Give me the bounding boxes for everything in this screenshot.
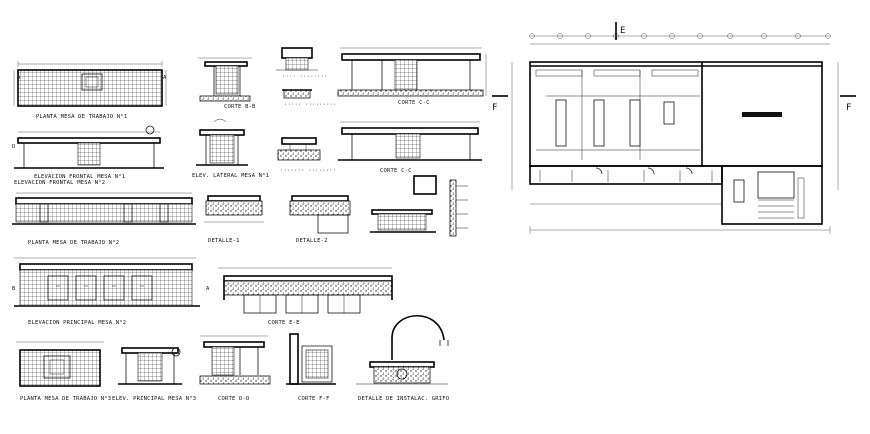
planta-mesa-1: A A PLANTA MESA DE TRABAJO N°1 — [13, 61, 167, 120]
section-marker-a-left: A — [17, 75, 21, 81]
svg-text:······· ········: ······· ········ — [280, 168, 336, 174]
label-corte-c-c: CORTE C-C — [380, 168, 412, 174]
elevacion-frontal-mesa-2: PLANTA MESA DE TRABAJO N°2 ELEVACION FRO… — [12, 180, 196, 246]
detalle-medio: ······· ········ — [277, 137, 336, 174]
label-elevacion-frontal-2: ELEVACION FRONTAL MESA N°2 — [14, 180, 105, 186]
label-corte-e-e: CORTE E-E — [268, 320, 300, 326]
section-marker-f-left: F — [492, 103, 498, 113]
detalle-seccion-pequena — [370, 175, 468, 237]
planta-mesa-3: PLANTA MESA DE TRABAJO N°3 — [16, 341, 111, 402]
label-detalle-1: DETALLE-1 — [208, 238, 240, 244]
elevacion-frontal-mesa-1: D ELEVACION FRONTAL MESA N°1 — [12, 125, 164, 180]
corte-superior-derecho: CORTE C-C — [337, 47, 487, 106]
section-marker-d: D — [12, 144, 16, 150]
label-corte-d-d: CORTE D-D — [218, 396, 250, 402]
section-marker-e: E — [620, 26, 626, 36]
label-detalle-grifo: DETALLE DE INSTALAC. GRIFO — [358, 396, 449, 402]
label-elevacion-principal-2: ELEVACION PRINCIPAL MESA N°2 — [28, 320, 126, 326]
label-elevacion-lateral-1: ELEV. LATERAL MESA N°1 — [192, 173, 269, 179]
label-corte-b-b: CORTE B-B — [224, 104, 256, 110]
detalles-superiores: ···· ········ ····· ········· — [276, 47, 337, 108]
svg-text:····· ·········: ····· ········· — [284, 102, 337, 108]
corte-c-c: CORTE C-C — [338, 121, 482, 174]
label-planta-mesa-2: PLANTA MESA DE TRABAJO N°2 — [28, 240, 119, 246]
section-marker-b: B — [12, 286, 16, 292]
label-elevacion-frontal-1: ELEVACION FRONTAL MESA N°1 — [34, 174, 125, 180]
corte-b-b: CORTE B-B — [198, 57, 256, 110]
elevacion-principal-mesa-2: B ELEVACION PRINCIPAL MESA N°2 — [12, 257, 200, 326]
corte-d-d: CORTE D-D — [199, 335, 271, 402]
label-corte-f-f: CORTE F-F — [298, 396, 330, 402]
corte-f-f: CORTE F-F — [286, 333, 336, 402]
svg-text:···· ········: ···· ········ — [282, 74, 328, 80]
planta-general: E F F — [492, 22, 856, 234]
label-planta-mesa-3: PLANTA MESA DE TRABAJO N°3 — [20, 396, 111, 402]
detalle-1: DETALLE-1 — [204, 195, 264, 244]
section-marker-a-right: A — [163, 75, 167, 81]
label-elevacion-principal-3: ELEV. PRINCIPAL MESA N°3 — [112, 396, 196, 402]
detalle-2: DETALLE-2 — [289, 195, 351, 244]
elevacion-principal-mesa-3: ELEV. PRINCIPAL MESA N°3 — [112, 347, 196, 402]
section-marker-f-right: F — [846, 103, 852, 113]
elevacion-lateral-mesa-1: ELEV. LATERAL MESA N°1 — [192, 118, 269, 179]
detalle-instalacion-grifo: DETALLE DE INSTALAC. GRIFO — [356, 315, 449, 402]
section-marker-a-corte: A — [206, 286, 210, 292]
corte-e-e: A CORTE E-E — [206, 267, 393, 326]
label-planta-mesa-1: PLANTA MESA DE TRABAJO N°1 — [36, 114, 127, 120]
label-corte-superior: CORTE C-C — [398, 100, 430, 106]
label-detalle-2: DETALLE-2 — [296, 238, 328, 244]
